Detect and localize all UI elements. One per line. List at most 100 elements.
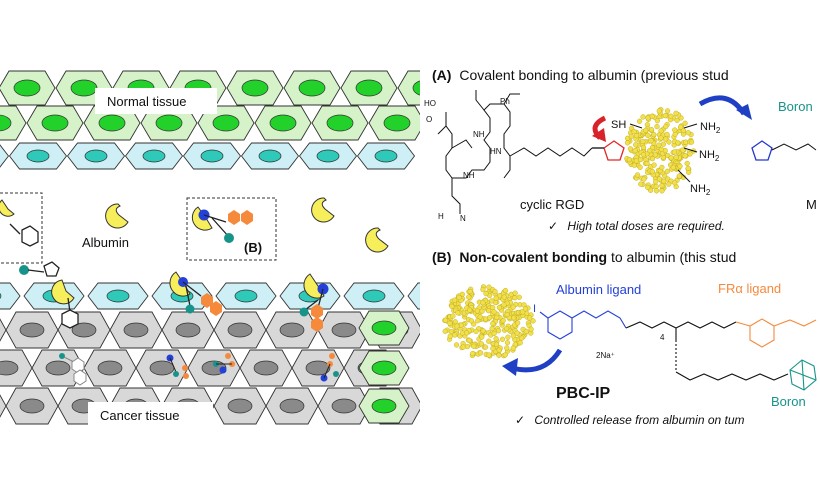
inset-box-b <box>186 197 277 261</box>
atom-nh2: NH2 <box>699 149 720 163</box>
albumin-particle <box>474 308 480 314</box>
albumin-particle <box>504 340 511 346</box>
albumin-particle <box>654 123 660 130</box>
albumin-particle <box>685 130 691 136</box>
normal-tissue-label: Normal tissue <box>107 94 186 109</box>
albumin-particle <box>496 352 502 358</box>
box-b-label: (B) <box>244 240 262 255</box>
albumin-particle <box>475 318 481 324</box>
cancer-cell <box>109 311 163 349</box>
albumin-particle <box>682 120 688 126</box>
normal-cell <box>397 70 420 106</box>
internalized-drug <box>213 353 235 374</box>
albumin-particle <box>664 108 671 114</box>
albumin-particle <box>510 333 516 339</box>
atom-ho: HO <box>424 99 436 108</box>
albumin-particle <box>502 287 509 294</box>
albumin-particle <box>645 132 651 139</box>
albumin-particle <box>668 155 674 161</box>
cancer-cell <box>5 311 59 349</box>
cancer-cell-layer <box>0 310 420 425</box>
endothelial-cell <box>0 282 21 310</box>
albumin-particle <box>624 140 631 146</box>
albumin-particle <box>631 162 637 168</box>
atom-h2n: H <box>438 212 444 221</box>
tissue-panel: Normal tissue Albumin ( <box>0 70 420 428</box>
albumin-particle <box>478 341 485 347</box>
albumin-particle <box>672 180 678 186</box>
pbc-ip-label: PBC-IP <box>556 385 611 402</box>
cancer-cell <box>265 387 319 425</box>
albumin-particle <box>510 304 516 310</box>
albumin-particle <box>688 139 695 145</box>
albumin-particle <box>464 343 470 350</box>
albumin-particle <box>516 294 522 300</box>
albumin-molecule <box>311 197 335 223</box>
albumin-particle <box>647 148 653 154</box>
red-arrow-head <box>592 128 606 142</box>
albumin-molecule <box>105 203 129 229</box>
albumin-particle <box>442 328 448 334</box>
albumin-particle <box>680 127 687 134</box>
albumin-particle <box>677 163 683 169</box>
albumin-particle <box>653 179 659 185</box>
albumin-particle <box>664 131 670 138</box>
albumin-particle <box>632 148 638 154</box>
albumin-particle <box>458 322 464 328</box>
endothelial-cell <box>343 282 405 310</box>
maleimide-blue <box>751 140 773 161</box>
albumin-particle <box>628 133 634 139</box>
atom-nh2: NH2 <box>700 121 721 135</box>
albumin-particle <box>528 326 534 332</box>
albumin-particle <box>493 336 499 342</box>
albumin-particle <box>627 146 634 152</box>
albumin-particle <box>447 333 453 339</box>
albumin-particle <box>466 337 472 344</box>
endothelial-cell <box>215 282 277 310</box>
covalent-conjugate <box>19 261 79 329</box>
albumin-particle <box>649 168 655 175</box>
albumin-particle <box>500 318 506 324</box>
albumin-particle <box>493 295 499 301</box>
cancer-tissue-label-box <box>88 402 213 428</box>
albumin-particle <box>682 153 688 159</box>
albumin-particle <box>501 302 507 308</box>
cancer-cell <box>0 394 7 418</box>
albumin-particle <box>672 127 678 133</box>
albumin-particle <box>645 184 651 190</box>
albumin-particle <box>482 344 489 350</box>
albumin-particle <box>477 314 483 320</box>
albumin-particle <box>626 157 632 163</box>
albumin-particle <box>662 113 668 119</box>
albumin-particle <box>653 188 660 194</box>
albumin-particle <box>496 347 502 353</box>
maleimide-red <box>592 140 625 161</box>
albumin-particle <box>649 156 656 162</box>
atom-n: N <box>460 214 466 223</box>
albumin-particle <box>660 141 667 147</box>
albumin-particle <box>673 154 679 161</box>
endothelial-cell <box>8 142 68 170</box>
albumin-particle <box>653 183 659 190</box>
albumin-particle <box>637 164 643 170</box>
albumin-particle <box>494 314 500 320</box>
endothelial-cell <box>407 282 420 310</box>
albumin-particle <box>452 332 458 338</box>
albumin-particle <box>501 294 507 300</box>
boron-label-b-partial: Boron <box>771 394 806 409</box>
normal-cell <box>83 105 141 141</box>
albumin-particle <box>511 315 517 321</box>
albumin-particle <box>450 313 456 319</box>
albumin-particle <box>504 311 510 318</box>
albumin-particle <box>676 173 682 179</box>
albumin-particle <box>449 303 455 309</box>
albumin-particle <box>486 352 492 358</box>
albumin-particle <box>651 131 657 138</box>
albumin-particle <box>648 127 655 133</box>
albumin-particle <box>661 178 667 184</box>
albumin-particle <box>490 320 496 327</box>
albumin-particle <box>640 152 646 158</box>
albumin-particle <box>489 298 495 304</box>
blue-curved-arrow <box>698 95 747 116</box>
